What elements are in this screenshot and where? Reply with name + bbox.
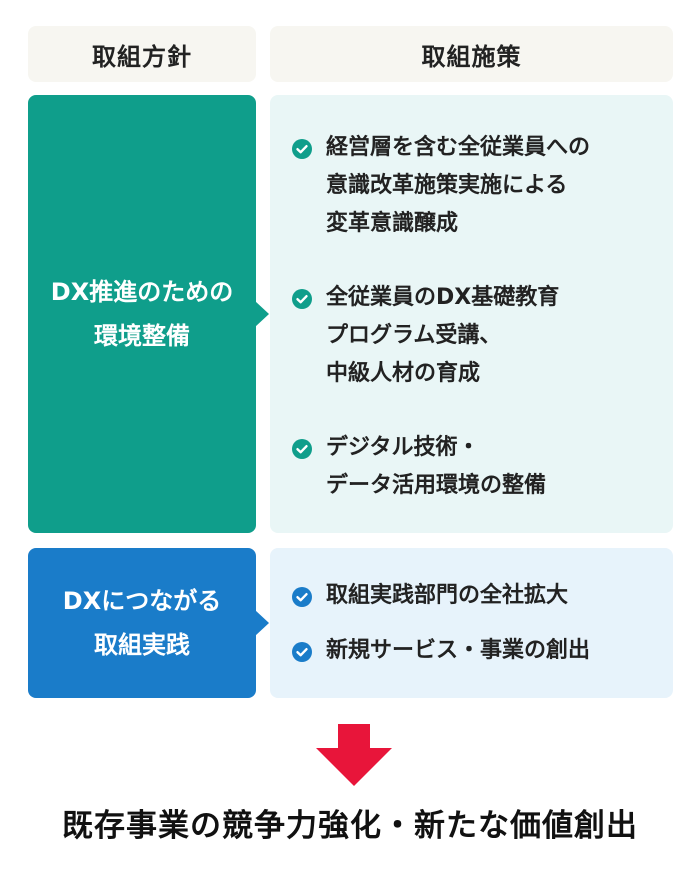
policy-box-environment: DX推進のための 環境整備	[28, 95, 269, 533]
list-item-text: 全従業員のDX基礎教育 プログラム受講、 中級人材の育成	[326, 285, 560, 386]
measures-box-practice: 取組実践部門の全社拡大 新規サービス・事業の創出	[270, 548, 673, 698]
result-statement: 既存事業の競争力強化・新たな価値創出	[62, 808, 638, 844]
list-item: 取組実践部門の全社拡大	[292, 577, 662, 615]
list-item-text: デジタル技術・ データ活用環境の整備	[326, 435, 547, 498]
header-measures-label: 取組施策	[421, 42, 522, 71]
pointer-right	[255, 610, 269, 636]
pointer-right	[255, 301, 269, 327]
list-item: 新規サービス・事業の創出	[292, 632, 662, 670]
policy-box-practice: DXにつながる 取組実践	[28, 548, 269, 698]
measures-box-environment: 経営層を含む全従業員への 意識改革施策実施による 変革意識醸成 全従業員のDX基…	[270, 95, 673, 533]
arrow-down-icon	[316, 724, 392, 786]
header-policy: 取組方針	[28, 26, 256, 82]
list-item: デジタル技術・ データ活用環境の整備	[292, 429, 662, 505]
list-item-text: 新規サービス・事業の創出	[326, 638, 591, 663]
list-item-text: 経営層を含む全従業員への 意識改革施策実施による 変革意識醸成	[326, 135, 591, 236]
list-item: 全従業員のDX基礎教育 プログラム受講、 中級人材の育成	[292, 279, 662, 393]
policy-label: DXにつながる 取組実践	[62, 587, 222, 659]
list-item: 経営層を含む全従業員への 意識改革施策実施による 変革意識醸成	[292, 129, 662, 243]
check-circle-icon	[292, 587, 312, 607]
check-circle-icon	[292, 439, 312, 459]
list-item-text: 取組実践部門の全社拡大	[326, 583, 569, 608]
check-circle-icon	[292, 139, 312, 159]
check-circle-icon	[292, 289, 312, 309]
check-circle-icon	[292, 642, 312, 662]
header-policy-label: 取組方針	[92, 42, 192, 71]
header-measures: 取組施策	[270, 26, 673, 82]
policy-label: DX推進のための 環境整備	[50, 278, 234, 350]
